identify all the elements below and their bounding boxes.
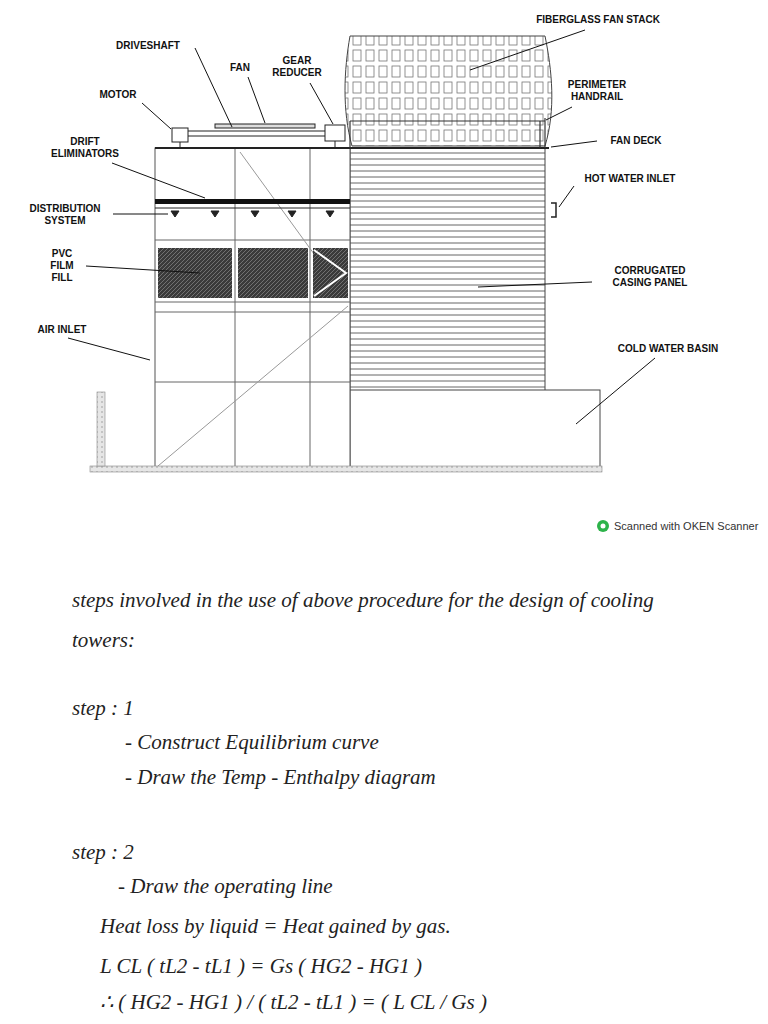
step-heading: step : 2 bbox=[72, 832, 372, 872]
note-line: - Draw the Temp - Enthalpy diagram bbox=[125, 757, 725, 797]
part-label: CORRUGATED CASING PANEL bbox=[595, 265, 705, 289]
part-label: PERIMETER HANDRAIL bbox=[557, 79, 637, 103]
drive-train bbox=[172, 124, 345, 148]
part-label: COLD WATER BASIN bbox=[603, 343, 733, 355]
hot-water-inlet bbox=[551, 203, 556, 217]
part-label: FAN bbox=[220, 62, 260, 74]
post bbox=[97, 392, 105, 466]
drift-eliminator bbox=[155, 199, 350, 204]
leader-lines bbox=[68, 30, 655, 424]
part-label: MOTOR bbox=[88, 89, 148, 101]
part-label: GEAR REDUCER bbox=[267, 55, 327, 79]
note-line: steps involved in the use of above proce… bbox=[72, 580, 692, 660]
note-line: - Draw the operating line bbox=[118, 866, 718, 906]
part-label: FAN DECK bbox=[601, 135, 671, 147]
distribution-nozzles bbox=[155, 208, 350, 217]
cold-water-basin bbox=[350, 390, 600, 468]
note-line: Heat loss by liquid = Heat gained by gas… bbox=[100, 906, 720, 946]
handrail bbox=[350, 118, 545, 148]
fan-deck bbox=[155, 147, 549, 149]
tower-frame bbox=[155, 148, 350, 468]
part-label: DISTRIBUTION SYSTEM bbox=[20, 203, 110, 227]
pvc-fill bbox=[158, 248, 348, 298]
ground-slab bbox=[90, 466, 602, 472]
part-label: HOT WATER INLET bbox=[575, 173, 685, 185]
frame-members bbox=[155, 148, 350, 468]
part-label: DRIVESHAFT bbox=[103, 40, 193, 52]
part-label: PVC FILM FILL bbox=[42, 248, 82, 284]
part-label: AIR INLET bbox=[22, 324, 102, 336]
step-heading: step : 1 bbox=[72, 688, 372, 728]
casing-panel bbox=[350, 148, 545, 392]
watermark: Scanned with OKEN Scanner bbox=[614, 519, 758, 533]
equation: L CL ( tL2 - tL1 ) = Gs ( HG2 - HG1 ) bbox=[100, 946, 720, 986]
part-label: DRIFT ELIMINATORS bbox=[45, 136, 125, 160]
scanner-logo bbox=[597, 520, 609, 532]
part-label: FIBERGLASS FAN STACK bbox=[523, 14, 673, 26]
note-line: - Construct Equilibrium curve bbox=[125, 722, 725, 762]
equation: ∴ ( HG2 - HG1 ) / ( tL2 - tL1 ) = ( L CL… bbox=[100, 982, 740, 1022]
